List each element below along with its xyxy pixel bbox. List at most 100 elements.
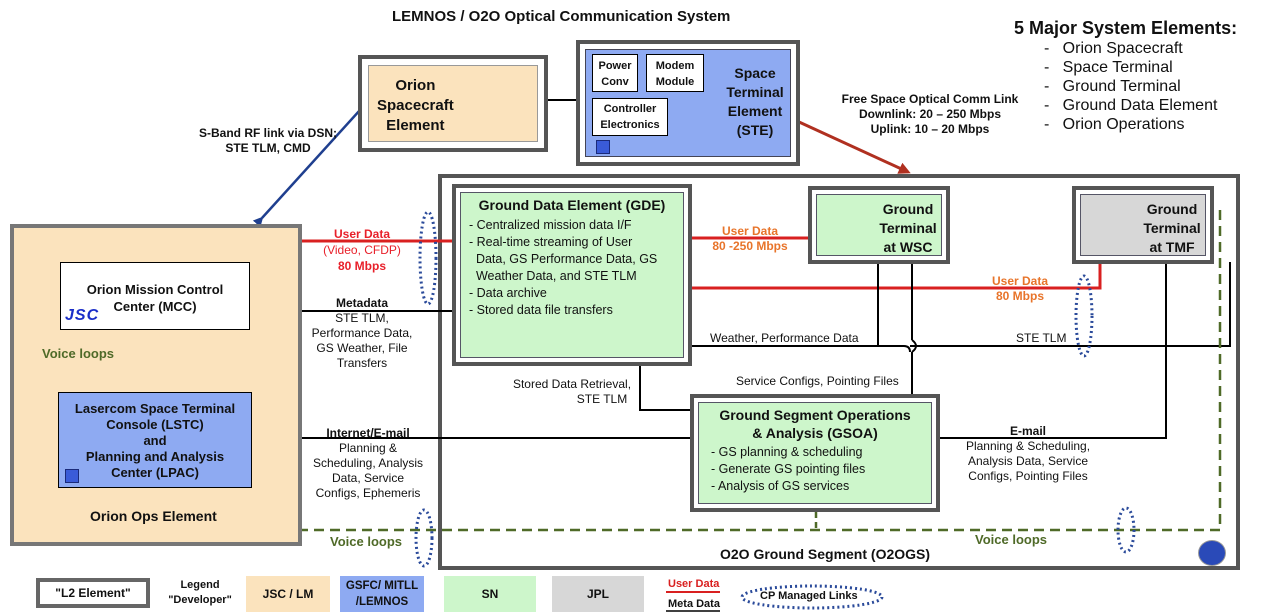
lstc-label-3: and	[143, 433, 167, 448]
gt-user-data-label: User Data 80 -250 Mbps	[700, 224, 800, 254]
sband-label: S-Band RF link via DSN; STE TLM, CMD	[192, 126, 344, 156]
modem-module-box: Modem Module	[646, 54, 704, 92]
modem-label-1: Modem	[655, 60, 695, 72]
gde-title: Ground Data Element (GDE)	[478, 197, 666, 213]
gde-item: - Real-time streaming of User	[469, 235, 633, 249]
gt-tmf-label-1: Ground	[1146, 201, 1198, 217]
legend-gsfc-label-2: /LEMNOS	[355, 596, 409, 608]
user-data-label-2: (Video, CFDP)	[323, 243, 401, 257]
ste-title-3: Element	[727, 103, 783, 119]
cp-link-2	[1074, 274, 1094, 358]
major-element-item: - Space Terminal	[1044, 59, 1173, 76]
metadata-label-1: Metadata	[335, 296, 388, 310]
mcc-box[interactable]: Orion Mission Control Center (MCC) JSC	[60, 262, 250, 330]
sband-label-1: S-Band RF link via DSN;	[198, 126, 338, 140]
gt-tmf-label-2: Terminal	[1143, 220, 1201, 236]
ste-title-2: Terminal	[726, 84, 784, 100]
metadata-label: Metadata STE TLM, Performance Data, GS W…	[300, 296, 424, 371]
cp-legend-ellipse	[740, 584, 884, 610]
gsoa-element: Ground Segment Operations & Analysis (GS…	[698, 402, 932, 504]
user-data-label-1: User Data	[333, 227, 391, 241]
major-elements-title: 5 Major System Elements:	[1014, 18, 1238, 38]
gt-wsc-element	[816, 194, 942, 256]
mcc-label-1: Orion Mission Control	[86, 282, 224, 297]
internet-label-5: Configs, Ephemeris	[315, 486, 421, 500]
legend-l2-element: "L2 Element"	[36, 578, 150, 608]
o2ogs-label: O2O Ground Segment (O2OGS)	[720, 546, 931, 562]
gsoa-title-2: & Analysis (GSOA)	[752, 425, 878, 441]
weather-label: Weather, Performance Data	[710, 331, 859, 345]
legend-jsc-label: JSC / LM	[262, 587, 314, 601]
cp-link-4	[1116, 506, 1136, 554]
metadata-label-5: Transfers	[336, 356, 388, 370]
gde-item: - Data archive	[469, 286, 547, 300]
major-element-item: - Orion Spacecraft	[1044, 40, 1183, 57]
orion-ops-title: Orion Ops Element	[90, 508, 217, 524]
legend-l2-label: "L2 Element"	[55, 586, 131, 600]
orion-ops-element[interactable]: Orion Mission Control Center (MCC) JSC L…	[10, 224, 302, 546]
service-configs-label: Service Configs, Pointing Files	[736, 374, 899, 388]
ste-tlm-label: STE TLM	[1016, 331, 1067, 345]
internet-label-3: Scheduling, Analysis	[312, 456, 424, 470]
lstc-label-4: Planning and Analysis	[85, 449, 225, 464]
major-element-item: - Orion Operations	[1044, 116, 1185, 133]
legend-sn: SN	[444, 576, 536, 612]
lstc-label-2: Console (LSTC)	[106, 417, 204, 432]
legend-label-1: Legend	[180, 579, 220, 591]
voice-loops-label-3: Voice loops	[975, 532, 1047, 547]
lstc-box[interactable]: Lasercom Space Terminal Console (LSTC) a…	[58, 392, 252, 488]
gde-outer[interactable]: Ground Data Element (GDE) - Centralized …	[452, 184, 692, 366]
user-data-label-3: 80 Mbps	[337, 259, 386, 273]
legend-jpl: JPL	[552, 576, 644, 612]
fso-label: Free Space Optical Comm Link Downlink: 2…	[830, 92, 1030, 137]
major-elements-list: - Orion Spacecraft - Space Terminal - Grou…	[1044, 39, 1237, 134]
metadata-label-3: Performance Data,	[311, 326, 413, 340]
gsoa-outer[interactable]: Ground Segment Operations & Analysis (GS…	[690, 394, 940, 512]
gde-item: Weather Data, and STE TLM	[469, 269, 637, 283]
voice-loops-label-2: Voice loops	[330, 534, 402, 549]
email-label-3: Analysis Data, Service	[967, 454, 1089, 468]
email-label: E-mail Planning & Scheduling, Analysis D…	[958, 424, 1098, 484]
metadata-label-2: STE TLM,	[335, 311, 389, 325]
stored-label-1: Stored Data Retrieval,	[512, 377, 632, 391]
gde-items: - Centralized mission data I/F - Real-tim…	[469, 217, 683, 319]
major-element-item: - Ground Data Element	[1044, 97, 1218, 114]
internet-label-1: Internet/E-mail	[326, 426, 410, 440]
voice-loops-label-1: Voice loops	[42, 346, 114, 361]
gt-wsc-label-3: at WSC	[883, 239, 933, 255]
legend-gsfc-label-1: GSFC/ MITLL	[345, 580, 419, 592]
metadata-label-4: GS Weather, File	[316, 341, 408, 355]
legend-jsc: JSC / LM	[246, 576, 330, 612]
ste-outer[interactable]: Power Conv Modem Module Controller Elect…	[576, 40, 800, 166]
cp-link-1	[418, 210, 438, 306]
fso-label-1: Free Space Optical Comm Link	[841, 92, 1019, 106]
stored-label-2: STE TLM	[576, 392, 628, 406]
power-conv-box: Power Conv	[592, 54, 638, 92]
gsoa-item: - GS planning & scheduling	[711, 445, 863, 459]
modem-label-2: Module	[655, 76, 695, 88]
orion-spacecraft-outer[interactable]: Orion Spacecraft Element	[358, 55, 548, 152]
gsoa-title-1: Ground Segment Operations	[719, 407, 911, 423]
email-label-1: E-mail	[1009, 424, 1046, 438]
controller-electronics-box: Controller Electronics	[592, 98, 668, 136]
internet-label: Internet/E-mail Planning & Scheduling, A…	[300, 426, 436, 501]
email-label-4: Configs, Pointing Files	[968, 469, 1088, 483]
tmf-user-label-2: 80 Mbps	[995, 289, 1044, 303]
internet-label-4: Data, Service	[331, 471, 405, 485]
gt-tmf-element	[1080, 194, 1206, 256]
gt-tmf-outer[interactable]: Ground Terminal at TMF	[1072, 186, 1214, 264]
lstc-label-5: Center (LPAC)	[111, 465, 199, 480]
gt-user-label-1: User Data	[721, 224, 779, 238]
gsoa-item: - Analysis of GS services	[711, 479, 850, 493]
gde-item: - Stored data file transfers	[469, 303, 613, 317]
orion-label-1: Orion	[395, 77, 436, 94]
fso-label-2: Downlink: 20 – 250 Mbps	[858, 107, 1002, 121]
gde-element: Ground Data Element (GDE) - Centralized …	[460, 192, 684, 358]
gde-item: - Centralized mission data I/F	[469, 218, 632, 232]
gsoa-item: - Generate GS pointing files	[711, 462, 866, 476]
gt-wsc-outer[interactable]: Ground Terminal at WSC	[808, 186, 950, 264]
jsc-logo: JSC	[65, 307, 100, 324]
legend-meta-data: Meta Data	[668, 598, 720, 610]
gt-tmf-label-3: at TMF	[1149, 239, 1195, 255]
sband-label-2: STE TLM, CMD	[225, 141, 311, 155]
